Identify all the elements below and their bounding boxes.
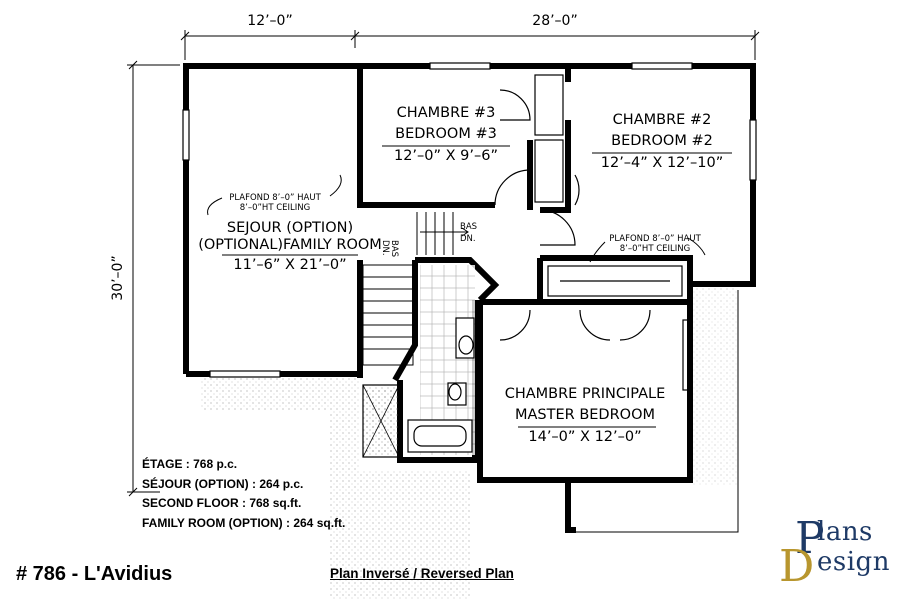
hall-ceiling-note-en: 8’–0”HT CEILING (620, 244, 690, 254)
dimension-top (180, 30, 760, 60)
bedroom-2-size: 12’–4” X 12’–10” (601, 155, 723, 171)
shower (362, 384, 400, 458)
stat-line: ÉTAGE : 768 p.c. (142, 457, 238, 471)
bathroom-fixtures (407, 317, 475, 453)
master-bedroom-size: 14’–0” X 12’–0” (528, 429, 641, 445)
reversed-plan-label: Plan Inversé / Reversed Plan (330, 566, 514, 581)
stairs (362, 212, 469, 366)
stair-label-dn-vertical: DN. (380, 240, 390, 256)
stat-line: SÉJOUR (OPTION) : 264 p.c. (142, 476, 304, 491)
family-ceiling-note-en: 8’–0”HT CEILING (240, 203, 310, 213)
stair-label-bas: BAS (460, 222, 477, 232)
hall-ceiling-note-fr: PLAFOND 8’–0” HAUT (609, 234, 701, 244)
ceiling-note-leaders (207, 174, 706, 263)
logo-word-esign: esign (817, 547, 890, 577)
exterior-roof-area (200, 378, 470, 600)
windows (182, 62, 757, 391)
dimension-top-left: 12’–0” (247, 13, 292, 29)
dimension-left (127, 60, 180, 497)
family-ceiling-note-fr: PLAFOND 8’–0” HAUT (229, 193, 321, 203)
bedroom-3-name-en: BEDROOM #3 (395, 126, 497, 142)
closets (534, 74, 564, 203)
stair-label-dn: DN. (460, 234, 476, 244)
area-stats: ÉTAGE : 768 p.c. SÉJOUR (OPTION) : 264 p… (142, 455, 345, 533)
family-room-size: 11’–6” X 21’–0” (233, 257, 346, 273)
master-closet (547, 265, 683, 297)
family-room-name-en: (OPTIONAL)FAMILY ROOM (198, 237, 382, 253)
door-swings (494, 89, 651, 341)
master-bedroom-name-en: MASTER BEDROOM (515, 407, 655, 423)
master-bedroom-walls (477, 255, 693, 533)
bedroom-3-walls (357, 66, 571, 213)
bedroom-2-name-en: BEDROOM #2 (611, 133, 713, 149)
master-bedroom-name-fr: CHAMBRE PRINCIPALE (505, 386, 666, 402)
dimension-left-label: 30’–0” (110, 255, 126, 300)
logo-letter-d: D (779, 541, 815, 592)
bedroom-2-name-fr: CHAMBRE #2 (613, 112, 712, 128)
stat-line: FAMILY ROOM (OPTION) : 264 sq.ft. (142, 515, 346, 530)
plan-title: # 786 - L'Avidius (16, 563, 173, 585)
dimension-top-right: 28’–0” (532, 13, 577, 29)
logo-letter-p: P (795, 513, 825, 564)
stat-line: SECOND FLOOR : 768 sq.ft. (142, 496, 302, 510)
family-room-name-fr: SEJOUR (OPTION) (227, 220, 353, 236)
stair-label-bas-vertical: BAS (389, 240, 399, 257)
exterior-roof-area-right (690, 285, 738, 485)
exterior-walls (183, 63, 756, 378)
logo-word-lans: lans (817, 517, 873, 547)
bedroom-3-size: 12’–0” X 9’–6” (394, 148, 498, 164)
plans-design-logo: P lans D esign (777, 513, 892, 592)
lower-roof-outline (576, 290, 739, 533)
bedroom-3-name-fr: CHAMBRE #3 (397, 105, 496, 121)
